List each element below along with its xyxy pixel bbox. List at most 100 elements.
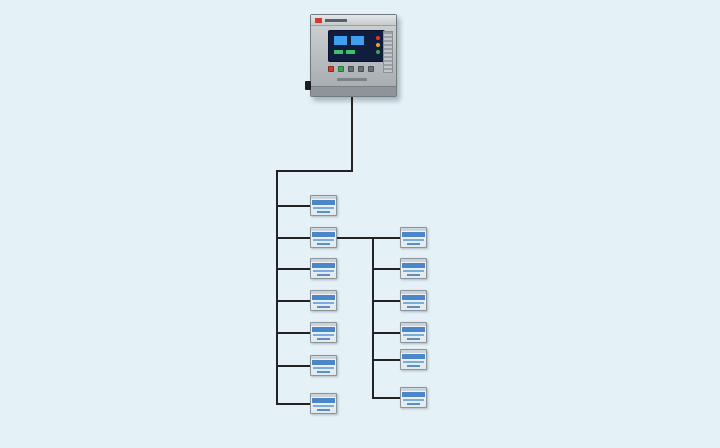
module-display-line <box>403 302 424 304</box>
module-display-line <box>313 239 334 241</box>
detector-module-right-2 <box>400 258 427 279</box>
module-top-strip <box>401 388 426 391</box>
module-label-line <box>407 403 420 405</box>
brand-logo-icon <box>315 17 322 23</box>
module-blue-band <box>402 232 425 237</box>
detector-module-left-7 <box>310 393 337 414</box>
module-blue-band <box>312 232 335 237</box>
panel-label-bar <box>337 78 367 81</box>
power-led-icon <box>376 50 380 54</box>
module-display-line <box>313 270 334 272</box>
controller-button-row <box>328 66 374 72</box>
module-blue-band <box>402 354 425 359</box>
lcd-bar <box>346 50 355 54</box>
module-top-strip <box>401 291 426 294</box>
module-top-strip <box>311 259 336 262</box>
module-display-line <box>403 334 424 336</box>
module-display-line <box>313 405 334 407</box>
module-top-strip <box>401 350 426 353</box>
module-blue-band <box>312 200 335 205</box>
stub-line <box>372 268 400 270</box>
module-label-line <box>317 211 330 213</box>
module-label-line <box>317 306 330 308</box>
stub-line <box>276 365 310 367</box>
stub-line <box>372 237 400 239</box>
module-blue-band <box>402 327 425 332</box>
side-knob <box>305 81 311 90</box>
header-line <box>276 170 353 172</box>
vent-grille <box>383 31 393 73</box>
module-blue-band <box>312 327 335 332</box>
module-top-strip <box>401 323 426 326</box>
brand-text-bar <box>325 18 347 22</box>
detector-module-left-3 <box>310 258 337 279</box>
module-display-line <box>313 334 334 336</box>
module-label-line <box>407 243 420 245</box>
module-display-line <box>403 270 424 272</box>
module-label-line <box>407 306 420 308</box>
run-indicator <box>338 66 344 72</box>
module-label-line <box>317 243 330 245</box>
stub-line <box>276 205 310 207</box>
module-top-strip <box>401 228 426 231</box>
module-blue-band <box>312 295 335 300</box>
module-display-line <box>403 239 424 241</box>
detector-module-left-1 <box>310 195 337 216</box>
alarm-indicator <box>328 66 334 72</box>
stub-line <box>276 332 310 334</box>
stub-line <box>276 268 310 270</box>
lcd-status-bars <box>334 50 355 54</box>
module-display-line <box>403 399 424 401</box>
detector-module-right-1 <box>400 227 427 248</box>
module-label-line <box>407 274 420 276</box>
module-label-line <box>317 371 330 373</box>
detector-module-right-5 <box>400 349 427 370</box>
module-top-strip <box>311 323 336 326</box>
right-bus-line <box>372 237 374 399</box>
module-top-strip <box>401 259 426 262</box>
stub-line <box>276 403 310 405</box>
stub-line <box>372 359 400 361</box>
fault-led-icon <box>376 43 380 47</box>
module-label-line <box>317 409 330 411</box>
module-label-line <box>407 338 420 340</box>
module-display-line <box>313 207 334 209</box>
module-top-strip <box>311 356 336 359</box>
module-top-strip <box>311 394 336 397</box>
detector-module-right-6 <box>400 387 427 408</box>
module-label-line <box>317 274 330 276</box>
alarm-controller <box>305 14 397 97</box>
module-label-line <box>317 338 330 340</box>
stub-line <box>372 332 400 334</box>
module-display-line <box>313 302 334 304</box>
module-blue-band <box>312 360 335 365</box>
alarm-led-icon <box>376 36 380 40</box>
module-blue-band <box>402 392 425 397</box>
lcd-bar <box>334 50 343 54</box>
module-blue-band <box>402 263 425 268</box>
panel-button <box>368 66 374 72</box>
stub-line <box>372 397 400 399</box>
detector-module-left-4 <box>310 290 337 311</box>
trunk-line <box>351 97 353 171</box>
detector-module-left-5 <box>310 322 337 343</box>
lcd-readout <box>334 36 364 45</box>
controller-display <box>328 30 385 62</box>
module-display-line <box>403 361 424 363</box>
detector-module-right-4 <box>400 322 427 343</box>
module-top-strip <box>311 291 336 294</box>
stub-line <box>276 237 310 239</box>
detector-module-left-6 <box>310 355 337 376</box>
detector-module-right-3 <box>400 290 427 311</box>
module-display-line <box>313 367 334 369</box>
module-blue-band <box>402 295 425 300</box>
controller-base <box>311 86 396 96</box>
panel-button <box>348 66 354 72</box>
stub-line <box>276 300 310 302</box>
left-bus-line <box>276 170 278 405</box>
detector-module-left-2 <box>310 227 337 248</box>
panel-button <box>358 66 364 72</box>
controller-top-strip <box>311 15 396 26</box>
module-blue-band <box>312 398 335 403</box>
module-label-line <box>407 365 420 367</box>
